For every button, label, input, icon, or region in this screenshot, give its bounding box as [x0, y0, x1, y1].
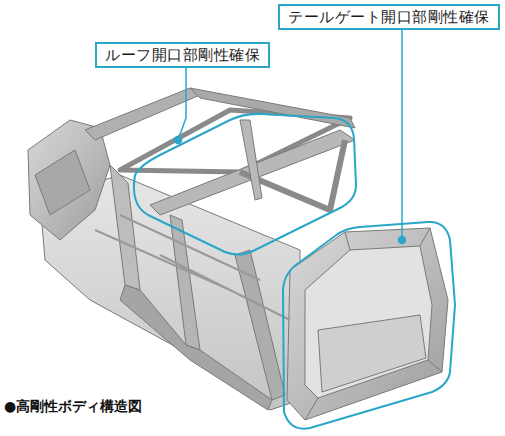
callout-text: ルーフ開口部剛性確保: [105, 46, 260, 64]
roof-opening-outline: [134, 114, 356, 255]
callout-box: テールゲート開口部剛性確保: [278, 4, 500, 30]
car-body: [28, 88, 448, 420]
callout-box: ルーフ開口部剛性確保: [95, 42, 270, 68]
tailgate-opening-outline: [283, 222, 455, 429]
figure-caption: ●高剛性ボディ構造図: [4, 398, 142, 416]
callout-text: テールゲート開口部剛性確保: [288, 8, 490, 26]
